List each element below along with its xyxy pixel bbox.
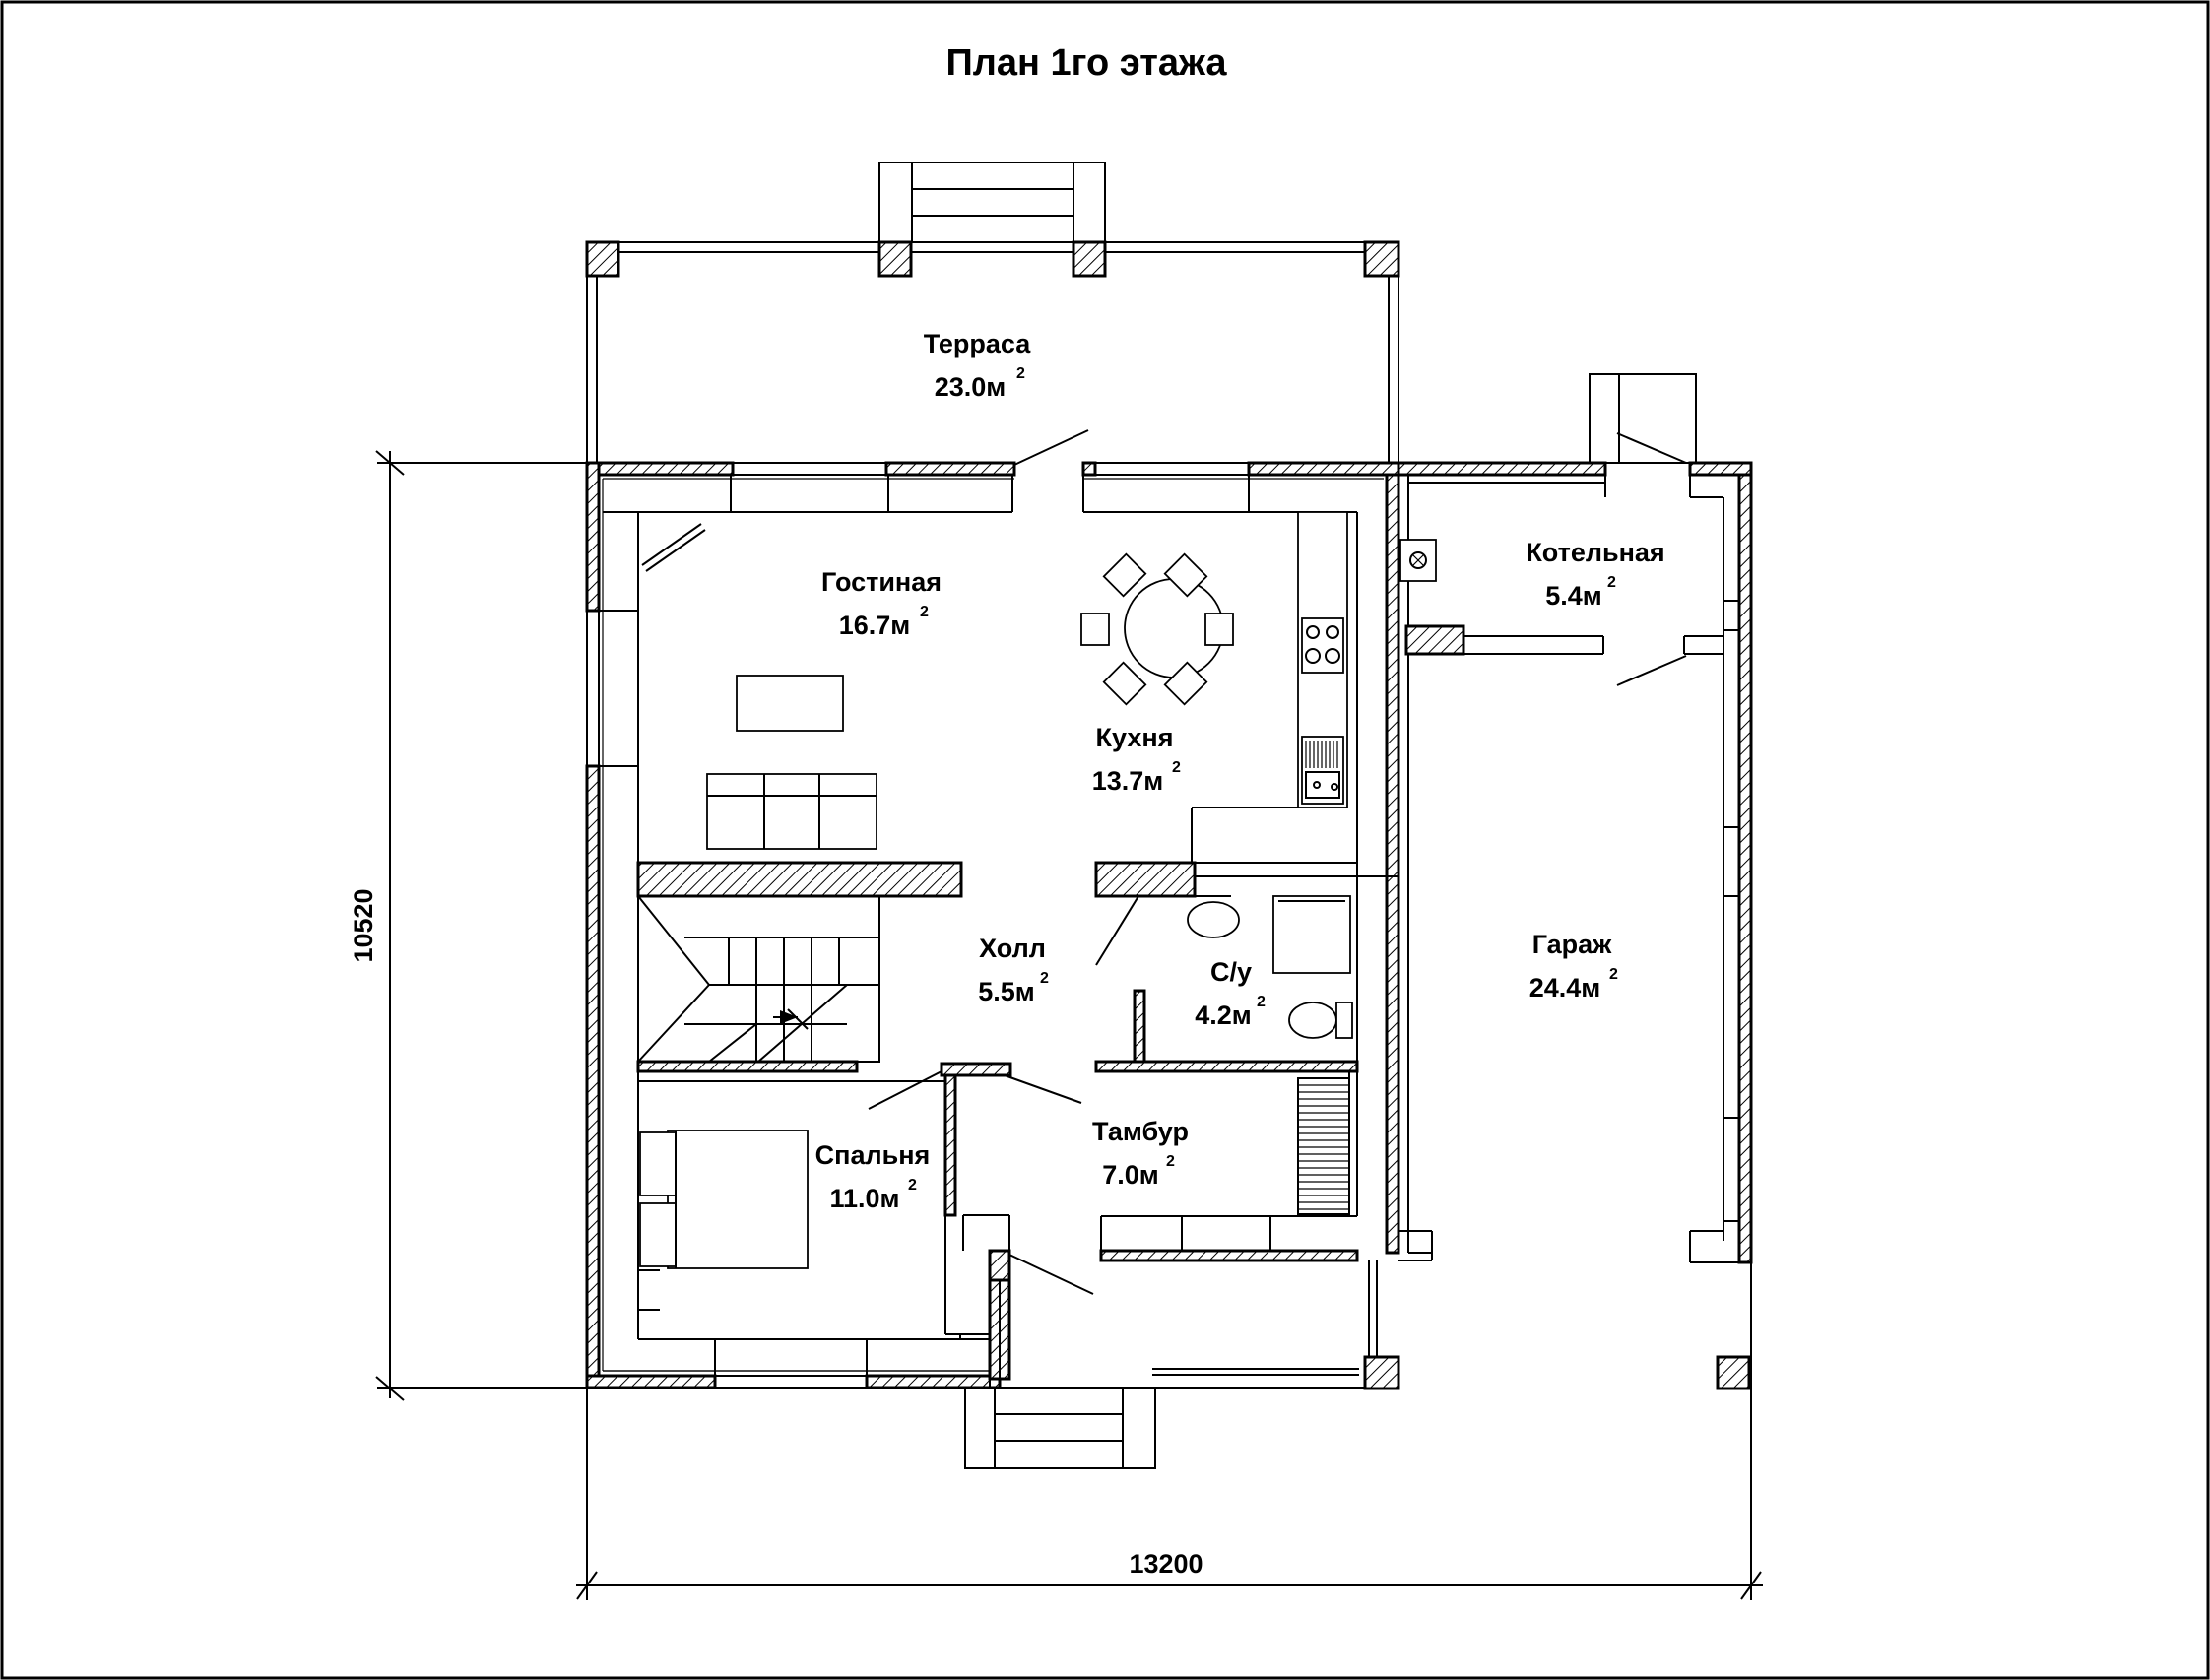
svg-text:11.0м: 11.0м xyxy=(829,1184,899,1213)
svg-text:2: 2 xyxy=(1609,966,1618,983)
svg-text:С/у: С/у xyxy=(1210,957,1252,987)
svg-text:2: 2 xyxy=(1257,994,1266,1010)
room-label-vestibule: Тамбур 7.0м 2 xyxy=(1092,1117,1189,1190)
svg-text:13.7м: 13.7м xyxy=(1092,766,1164,796)
garage-walls xyxy=(1397,461,1753,1390)
width-dimension: 13200 xyxy=(1129,1549,1202,1579)
vestibule-door-swing xyxy=(1004,1074,1082,1104)
boiler-room-walls xyxy=(1399,539,1723,656)
room-label-kitchen: Кухня 13.7м 2 xyxy=(1092,723,1181,796)
bedroom-door-swing xyxy=(868,1070,942,1110)
svg-text:23.0м: 23.0м xyxy=(935,372,1007,402)
svg-text:Тамбур: Тамбур xyxy=(1092,1117,1189,1146)
svg-text:5.4м: 5.4м xyxy=(1545,581,1602,611)
svg-text:24.4м: 24.4м xyxy=(1529,973,1601,1002)
svg-text:Терраса: Терраса xyxy=(924,329,1032,358)
living-room-furniture xyxy=(641,523,878,850)
kitchen-counter xyxy=(1297,511,1348,808)
svg-text:7.0м: 7.0м xyxy=(1102,1160,1159,1190)
svg-text:Спальня: Спальня xyxy=(815,1140,931,1170)
terrace-door-swing xyxy=(1013,429,1089,466)
svg-text:16.7м: 16.7м xyxy=(839,611,911,640)
bed xyxy=(637,1083,809,1311)
svg-text:2: 2 xyxy=(1040,970,1049,987)
svg-text:Гараж: Гараж xyxy=(1532,930,1612,959)
room-label-boiler: Котельная 5.4м 2 xyxy=(1526,538,1664,611)
svg-text:2: 2 xyxy=(1016,365,1025,382)
svg-text:Кухня: Кухня xyxy=(1096,723,1174,752)
interior-walls xyxy=(636,807,1359,1381)
svg-text:2: 2 xyxy=(1607,574,1616,591)
entrance-porch xyxy=(964,1249,1400,1469)
dimension-lines xyxy=(375,450,1763,1600)
svg-text:2: 2 xyxy=(908,1177,917,1194)
room-label-living: Гостиная 16.7м 2 xyxy=(821,567,942,640)
svg-text:2: 2 xyxy=(920,604,929,620)
room-label-wc: С/у 4.2м 2 xyxy=(1195,957,1266,1030)
svg-text:2: 2 xyxy=(1172,759,1181,776)
room-label-bedroom: Спальня 11.0м 2 xyxy=(815,1140,931,1213)
plan-title: План 1го этажа xyxy=(945,42,1227,84)
dining-set xyxy=(1080,552,1234,706)
svg-text:5.5м: 5.5м xyxy=(978,977,1035,1006)
svg-text:4.2м: 4.2м xyxy=(1195,1001,1252,1030)
terrace-steps xyxy=(878,162,1106,243)
entrance-door-swing xyxy=(1008,1254,1094,1295)
height-dimension: 10520 xyxy=(349,888,378,962)
svg-text:Гостиная: Гостиная xyxy=(821,567,942,597)
room-label-garage: Гараж 24.4м 2 xyxy=(1529,930,1618,1002)
room-label-hall: Холл 5.5м 2 xyxy=(978,934,1049,1006)
room-label-terrace: Терраса 23.0м 2 xyxy=(924,329,1032,402)
boiler-room-porch xyxy=(1589,373,1697,686)
wc-fixtures xyxy=(1095,895,1353,1039)
svg-text:Холл: Холл xyxy=(979,934,1046,963)
svg-text:2: 2 xyxy=(1166,1153,1175,1170)
svg-text:Котельная: Котельная xyxy=(1526,538,1664,567)
vestibule-radiator xyxy=(1297,1077,1350,1215)
terrace-structure xyxy=(585,240,1400,463)
staircase xyxy=(637,895,880,1063)
